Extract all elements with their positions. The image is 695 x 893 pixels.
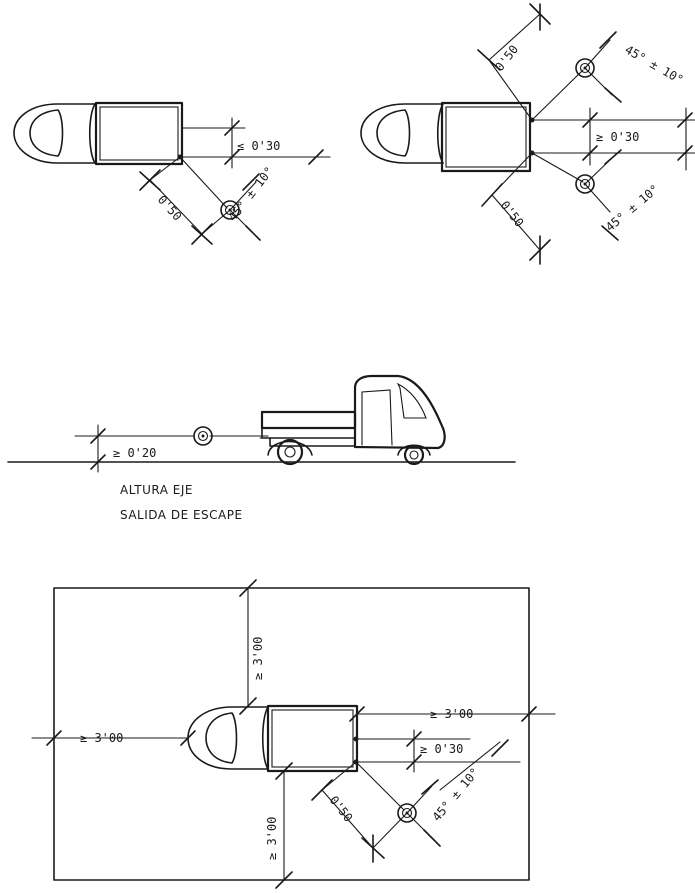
clearance-boundary: [53, 587, 530, 881]
fig2-angle-bottom-label: 45° ± 10°: [603, 182, 662, 235]
fig2-diag-top-label: 0'50: [492, 42, 521, 73]
fig2-angle-top-label: 45° ± 10°: [623, 42, 686, 87]
fig4-bottom-clearance-label: ≥ 3'00: [265, 817, 279, 860]
fig1-diag-label: 0'50: [155, 193, 185, 224]
vehicle-plan-2: [360, 101, 532, 173]
exhaust-outlet-side: [193, 426, 213, 446]
fig4-left-clearance-label: ≥ 3'00: [80, 731, 123, 745]
vehicle-plan-4: [187, 704, 359, 773]
fig4-angle-label: 45° ± 10°: [430, 765, 483, 824]
fig4-right-clearance-label: ≥ 3'00: [430, 707, 473, 721]
vehicle-side: [259, 374, 446, 466]
fig2-gap-label: ≥ 0'30: [596, 130, 639, 144]
vehicle-plan-1: [13, 101, 184, 166]
figure-2-plan-double-outlet: 0'50 45° ± 10° ≥ 0'30 0'50 45° ± 10°: [360, 3, 695, 265]
fig1-gap-label: ≤ 0'30: [237, 139, 280, 153]
caption-axle-height: ALTURA EJE: [120, 483, 193, 497]
fig4-gap-label: ≥ 0'30: [420, 742, 463, 756]
fig3-height-label: ≥ 0'20: [113, 446, 156, 460]
figure-4-clearance-plan: ≥ 3'00 ≥ 3'00 ≥ 3'00 ≥ 0'30 ≥ 3'00: [31, 579, 556, 889]
fig1-angle-label: 45° ± 10°: [225, 164, 276, 224]
figure-1-plan-single-outlet: ≤ 0'30 0'50 45° ± 10°: [13, 101, 331, 245]
fig4-diag-label: 0'50: [327, 793, 356, 824]
fig4-top-clearance-label: ≥ 3'00: [251, 637, 265, 680]
figure-3-side-elevation: ≥ 0'20 ALTURA EJE SALIDA DE ESCAPE: [7, 374, 516, 522]
caption-exhaust-outlet: SALIDA DE ESCAPE: [120, 508, 243, 522]
fig2-diag-bottom-label: 0'50: [498, 198, 527, 229]
